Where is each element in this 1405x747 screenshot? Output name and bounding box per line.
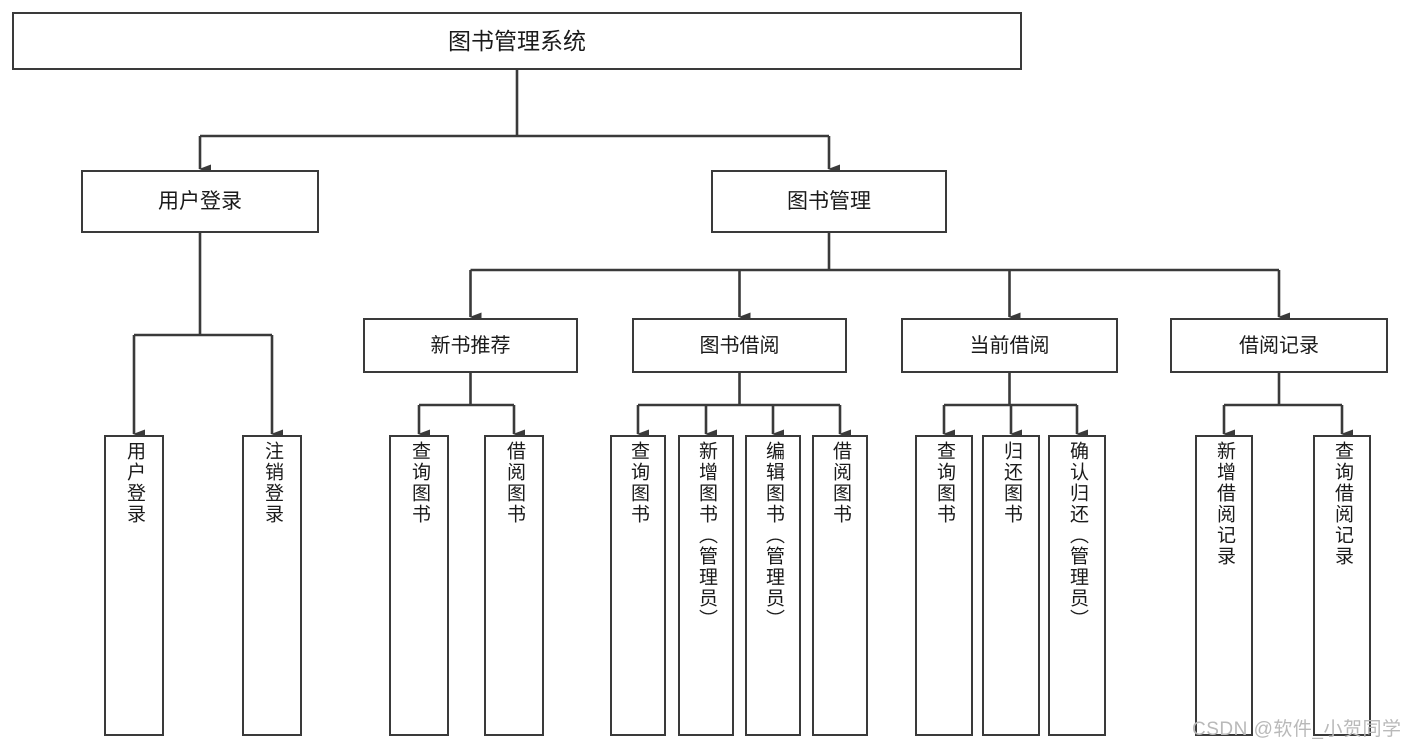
- node-label: 用户登录: [158, 190, 242, 213]
- node-leaf-logout[interactable]: 注销登录: [242, 435, 302, 736]
- node-label: 借阅记录: [1239, 334, 1319, 357]
- node-leaf-query-record[interactable]: 查询借阅记录: [1313, 435, 1371, 736]
- node-leaf-query-book-3[interactable]: 查询图书: [915, 435, 973, 736]
- node-leaf-edit-book[interactable]: 编辑图书（管理员）: [745, 435, 801, 736]
- node-leaf-add-record[interactable]: 新增借阅记录: [1195, 435, 1253, 736]
- node-label: 查询图书: [933, 441, 955, 525]
- node-label: 图书借阅: [699, 334, 780, 357]
- node-label: 查询图书: [408, 441, 430, 525]
- node-label: 编辑图书（管理员）: [762, 441, 784, 630]
- watermark-label: CSDN @软件_小贺同学: [1192, 719, 1402, 740]
- node-label: 图书管理系统: [448, 27, 586, 54]
- node-leaf-add-book[interactable]: 新增图书（管理员）: [678, 435, 734, 736]
- node-leaf-user-login[interactable]: 用户登录: [104, 435, 164, 736]
- node-leaf-borrow-book-1[interactable]: 借阅图书: [484, 435, 544, 736]
- node-label: 借阅图书: [829, 441, 851, 525]
- node-current-borrow[interactable]: 当前借阅: [901, 318, 1118, 373]
- node-label: 借阅图书: [503, 441, 525, 525]
- node-label: 新增图书（管理员）: [695, 441, 717, 630]
- node-book-borrow[interactable]: 图书借阅: [632, 318, 847, 373]
- node-label: 新增借阅记录: [1213, 441, 1235, 567]
- node-book-manage[interactable]: 图书管理: [711, 170, 947, 233]
- node-label: 归还图书: [1000, 441, 1022, 525]
- node-label: 确认归还（管理员）: [1066, 441, 1088, 630]
- node-leaf-return-book[interactable]: 归还图书: [982, 435, 1040, 736]
- node-borrow-record[interactable]: 借阅记录: [1170, 318, 1388, 373]
- node-label: 查询图书: [627, 441, 649, 525]
- node-label: 新书推荐: [430, 334, 511, 357]
- node-label: 查询借阅记录: [1331, 441, 1353, 567]
- node-root-system[interactable]: 图书管理系统: [12, 12, 1022, 70]
- node-label: 用户登录: [123, 441, 145, 525]
- node-leaf-borrow-book-2[interactable]: 借阅图书: [812, 435, 868, 736]
- node-label: 当前借阅: [969, 334, 1050, 357]
- node-user-login[interactable]: 用户登录: [81, 170, 319, 233]
- node-label: 注销登录: [261, 441, 283, 525]
- node-label: 图书管理: [787, 190, 871, 213]
- node-leaf-query-book-2[interactable]: 查询图书: [610, 435, 666, 736]
- node-leaf-query-book-1[interactable]: 查询图书: [389, 435, 449, 736]
- node-leaf-confirm-return[interactable]: 确认归还（管理员）: [1048, 435, 1106, 736]
- node-new-book-recommend[interactable]: 新书推荐: [363, 318, 578, 373]
